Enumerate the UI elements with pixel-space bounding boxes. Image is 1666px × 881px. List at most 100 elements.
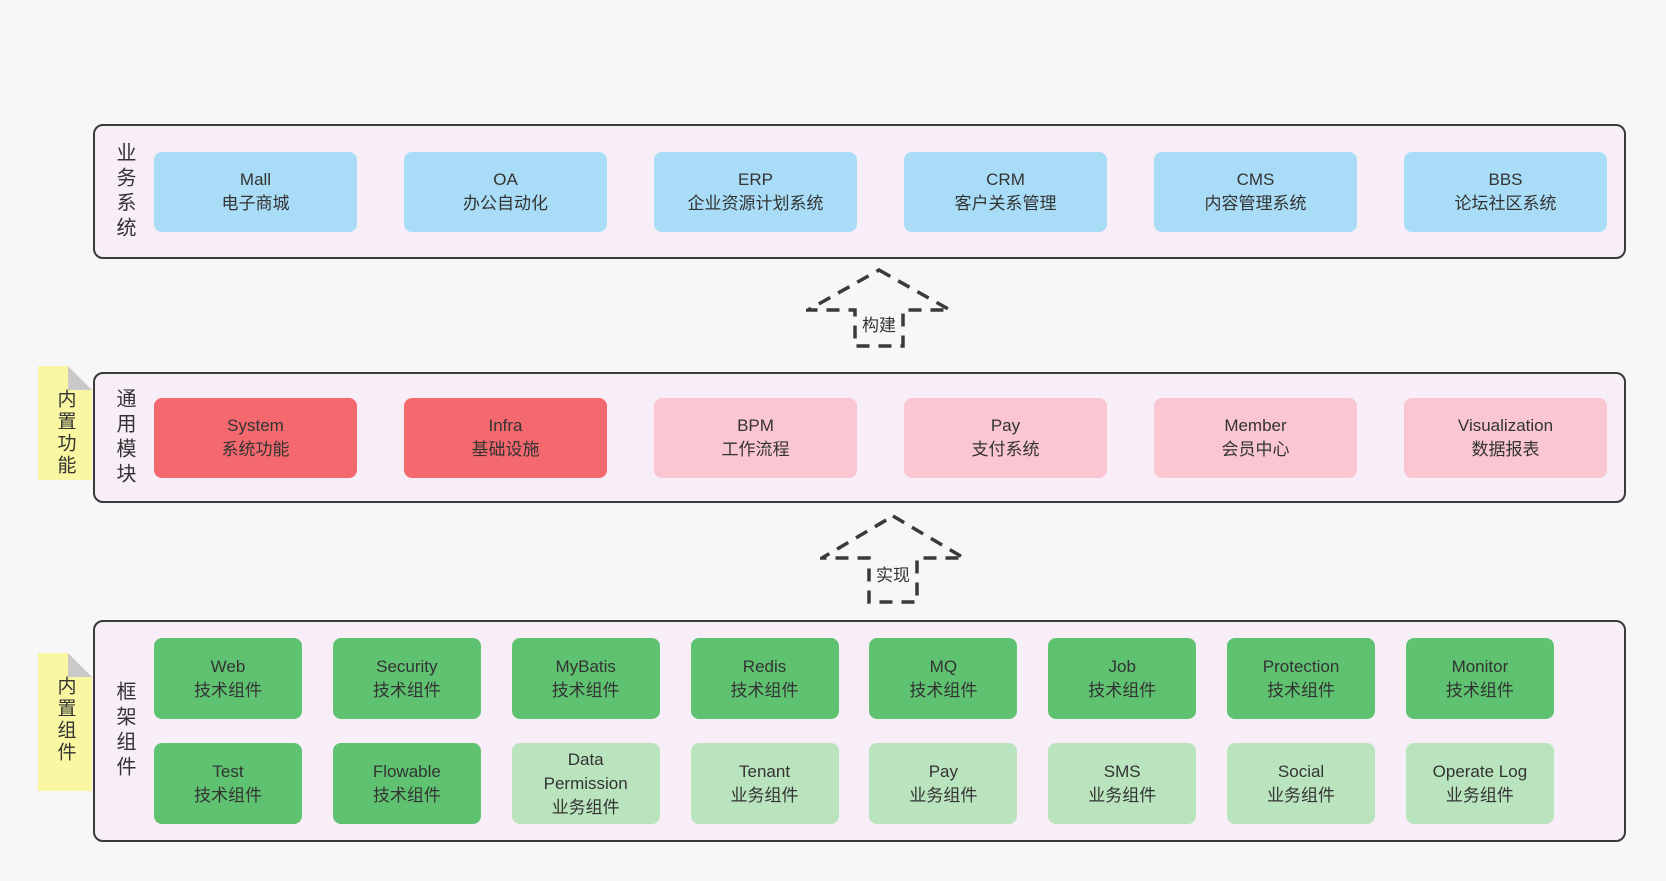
note-label: 内置功能 — [54, 389, 76, 477]
arrow-implement-label: 实现 — [872, 560, 914, 587]
card-tenant: Tenant 业务组件 — [690, 743, 839, 824]
card-name: Monitor — [1451, 656, 1509, 676]
card-desc: 业务组件 — [1088, 785, 1157, 805]
card-pay-system: Pay 支付系统 — [904, 397, 1107, 478]
card-oa: OA 办公自动化 — [404, 151, 607, 232]
card-operate-log: Operate Log 业务组件 — [1405, 743, 1554, 824]
card-name: CRM — [986, 169, 1025, 189]
layer-business-systems: 业务系统 Mall 电子商城 OA 办公自动化 ERP 企业资源计划系统 CRM… — [93, 124, 1626, 259]
card-member: Member 会员中心 — [1154, 397, 1357, 478]
card-desc: 企业资源计划系统 — [687, 193, 824, 213]
card-desc: 客户关系管理 — [954, 193, 1057, 213]
sticky-note-builtin-components: 内置组件 — [38, 653, 92, 791]
card-name: Flowable — [372, 761, 441, 781]
layer-label-components: 框架组件 — [95, 622, 154, 840]
layer-label-modules: 通用模块 — [95, 374, 154, 501]
card-name: Protection — [1262, 656, 1340, 676]
card-erp: ERP 企业资源计划系统 — [654, 151, 857, 232]
card-cms: CMS 内容管理系统 — [1154, 151, 1357, 232]
card-desc: 技术组件 — [909, 680, 978, 700]
card-name: MQ — [929, 656, 958, 676]
card-mall: Mall 电子商城 — [154, 151, 357, 232]
card-mybatis: MyBatis 技术组件 — [511, 638, 660, 719]
card-name: Mall — [239, 169, 272, 189]
card-name: BPM — [737, 415, 774, 435]
card-desc: 技术组件 — [1088, 680, 1157, 700]
card-name: Social — [1277, 761, 1325, 781]
layer-label-text: 通用模块 — [113, 387, 135, 488]
card-desc: 技术组件 — [1267, 680, 1336, 700]
card-name: CMS — [1236, 169, 1275, 189]
note-fold-corner — [68, 366, 92, 390]
card-name: Pay — [990, 415, 1021, 435]
arrow-build-label: 构建 — [858, 310, 900, 337]
card-flowable: Flowable 技术组件 — [332, 743, 481, 824]
card-name: OA — [493, 169, 518, 189]
card-name: SMS — [1103, 761, 1141, 781]
card-sms: SMS 业务组件 — [1048, 743, 1197, 824]
card-protection: Protection 技术组件 — [1227, 638, 1376, 719]
arrow-build: 构建 — [806, 268, 952, 348]
card-web: Web 技术组件 — [154, 638, 302, 719]
card-name: Web — [210, 656, 246, 676]
sticky-note-builtin-features: 内置功能 — [38, 366, 92, 480]
business-row: Mall 电子商城 OA 办公自动化 ERP 企业资源计划系统 CRM 客户关系… — [154, 151, 1607, 232]
card-desc: 技术组件 — [730, 680, 799, 700]
card-bbs: BBS 论坛社区系统 — [1404, 151, 1607, 232]
card-desc: 技术组件 — [551, 680, 620, 700]
card-test: Test 技术组件 — [154, 743, 302, 824]
card-desc: 支付系统 — [971, 439, 1040, 459]
card-name: Tenant — [739, 761, 791, 781]
card-name: Member — [1224, 415, 1287, 435]
card-name: Operate Log — [1432, 761, 1528, 781]
card-desc: 业务组件 — [1445, 785, 1514, 805]
card-pay-component: Pay 业务组件 — [869, 743, 1018, 824]
card-desc: 数据报表 — [1471, 439, 1540, 459]
card-desc: 业务组件 — [730, 785, 799, 805]
card-desc: 业务组件 — [909, 785, 978, 805]
note-fold-corner — [68, 653, 92, 677]
arrow-implement: 实现 — [820, 514, 966, 604]
card-name: ERP — [738, 169, 773, 189]
card-name: Redis — [742, 656, 787, 676]
card-desc: 业务组件 — [551, 797, 620, 817]
card-name: System — [227, 415, 284, 435]
card-desc: 技术组件 — [194, 680, 262, 700]
card-desc: 系统功能 — [221, 439, 290, 459]
card-desc: 工作流程 — [721, 439, 790, 459]
card-desc: 会员中心 — [1221, 439, 1290, 459]
card-name: Job — [1108, 656, 1136, 676]
layer-common-modules: 通用模块 System 系统功能 Infra 基础设施 BPM 工作流程 Pay… — [93, 372, 1626, 503]
card-monitor: Monitor 技术组件 — [1405, 638, 1554, 719]
card-name: Security — [376, 656, 438, 676]
layer-label-text: 业务系统 — [113, 141, 135, 242]
card-name: Test — [212, 761, 244, 781]
card-desc: 技术组件 — [372, 785, 441, 805]
card-desc: 技术组件 — [194, 785, 262, 805]
card-name: BBS — [1488, 169, 1523, 189]
card-security: Security 技术组件 — [332, 638, 481, 719]
card-visualization: Visualization 数据报表 — [1404, 397, 1607, 478]
card-name: Visualization — [1457, 415, 1554, 435]
card-social: Social 业务组件 — [1227, 743, 1376, 824]
card-data-permission: Data Permission 业务组件 — [511, 743, 660, 824]
components-row-2: Test 技术组件 Flowable 技术组件 Data Permission … — [154, 743, 1554, 824]
components-row-1: Web 技术组件 Security 技术组件 MyBatis 技术组件 Redi… — [154, 638, 1554, 719]
card-name: Infra — [488, 415, 523, 435]
card-redis: Redis 技术组件 — [690, 638, 839, 719]
card-bpm: BPM 工作流程 — [654, 397, 857, 478]
card-infra: Infra 基础设施 — [404, 397, 607, 478]
up-arrow-icon — [820, 514, 966, 604]
card-desc: 技术组件 — [372, 680, 441, 700]
card-name: Pay — [928, 761, 959, 781]
card-name: MyBatis — [555, 656, 616, 676]
card-mq: MQ 技术组件 — [869, 638, 1018, 719]
card-desc: 技术组件 — [1445, 680, 1514, 700]
modules-row: System 系统功能 Infra 基础设施 BPM 工作流程 Pay 支付系统… — [154, 397, 1607, 478]
card-job: Job 技术组件 — [1048, 638, 1197, 719]
card-desc: 基础设施 — [471, 439, 540, 459]
card-desc: 内容管理系统 — [1204, 193, 1307, 213]
card-desc: 办公自动化 — [463, 193, 548, 213]
up-arrow-icon — [806, 268, 952, 348]
layer-label-text: 框架组件 — [113, 681, 135, 781]
